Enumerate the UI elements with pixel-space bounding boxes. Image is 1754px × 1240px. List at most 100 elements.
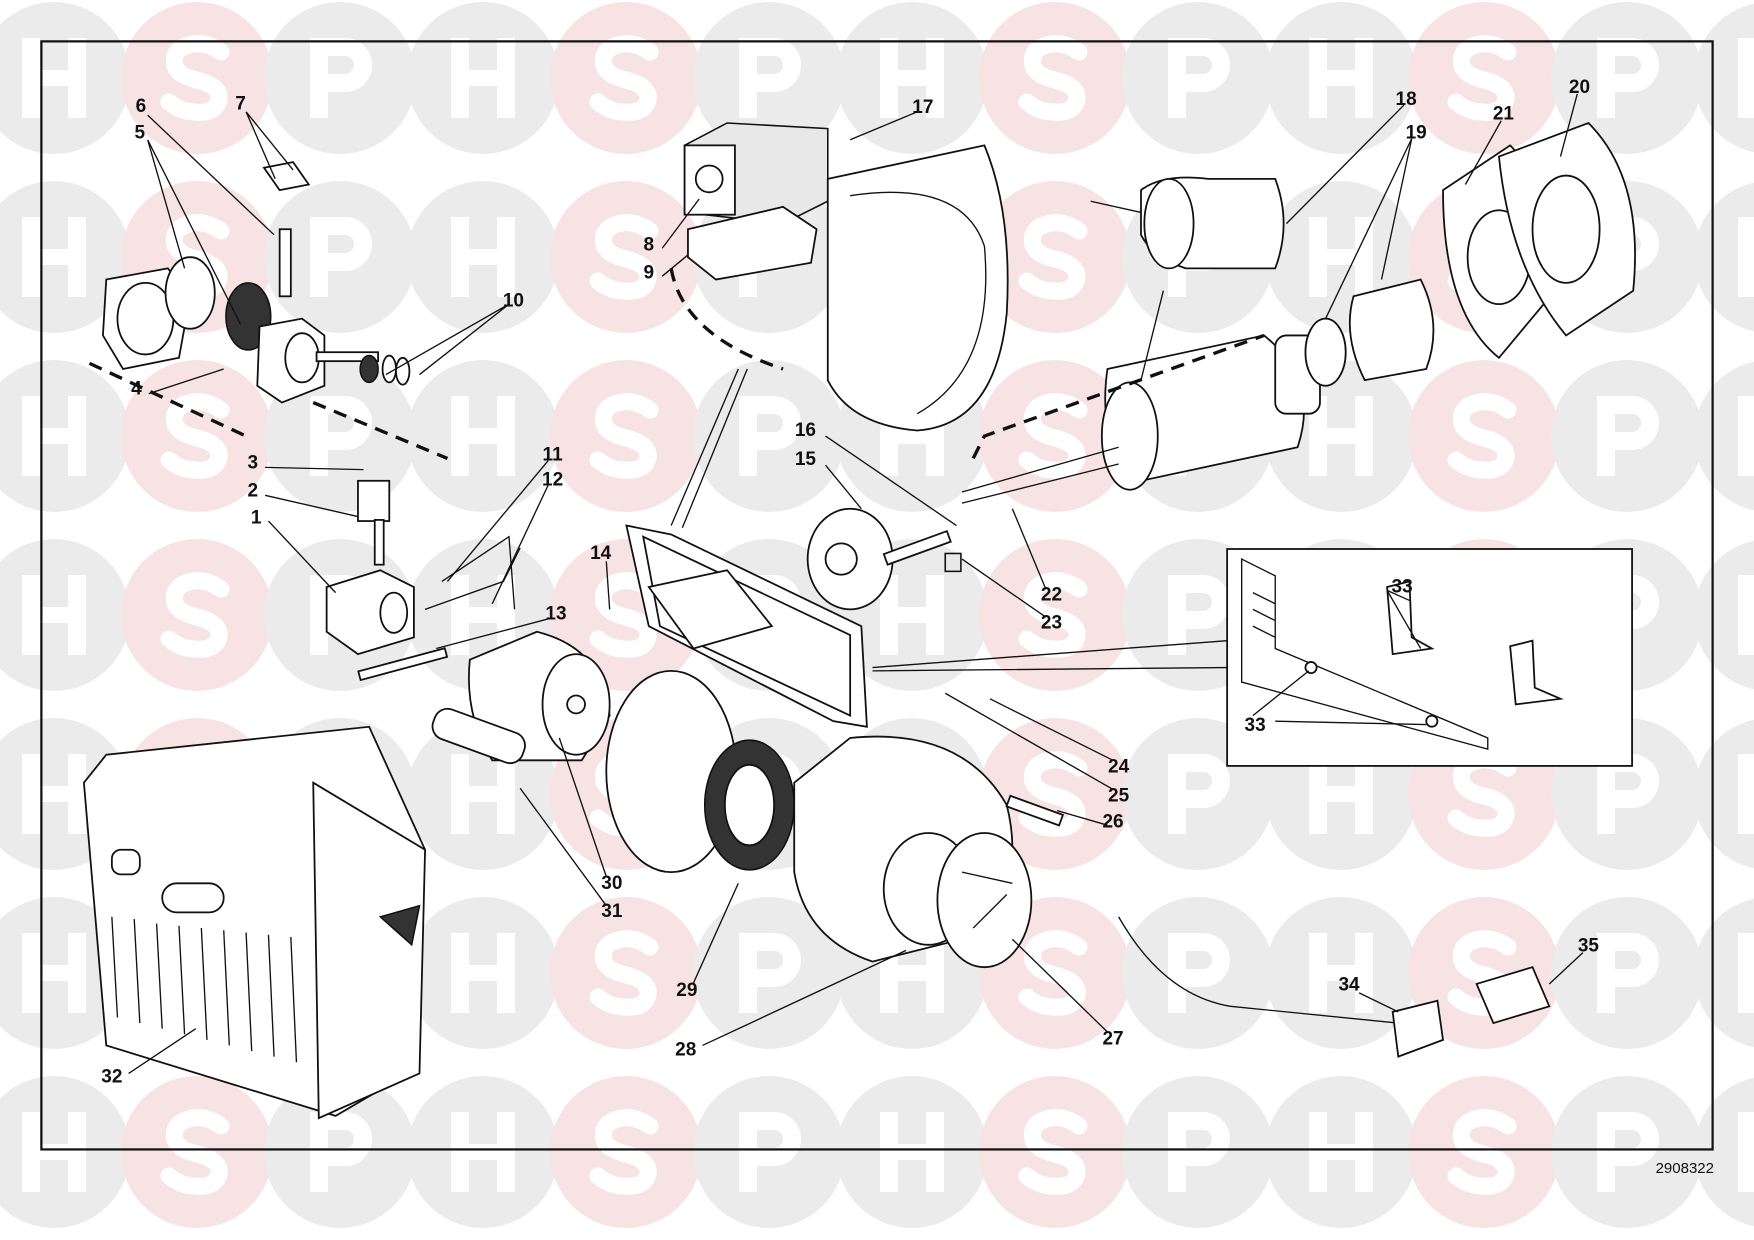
watermark-glyph-h — [1309, 217, 1373, 297]
watermark-glyph-s — [1018, 572, 1088, 658]
watermark-glyph-h — [1309, 1112, 1373, 1192]
callout-1: 1 — [251, 507, 262, 528]
fan-housing-cover — [826, 144, 1009, 432]
watermark-tile — [550, 1076, 702, 1228]
watermark-tile — [1551, 1076, 1703, 1228]
capacitor — [431, 707, 526, 765]
watermark-tile — [121, 360, 273, 512]
watermark-tile — [407, 897, 559, 1049]
watermark-tile — [121, 2, 273, 154]
watermark-tile — [1408, 1076, 1560, 1228]
watermark-tile — [1694, 719, 1754, 869]
callout-14: 14 — [590, 543, 612, 564]
watermark-glyph-s — [1018, 393, 1088, 479]
callout-28: 28 — [675, 1040, 696, 1061]
watermark-glyph-s — [160, 393, 230, 479]
watermark-glyph-h — [451, 217, 515, 297]
watermark-glyph-p — [310, 1112, 372, 1192]
watermark-glyph-h — [1738, 933, 1754, 1013]
callout-18: 18 — [1396, 89, 1417, 110]
drawing-number: 2908322 — [1655, 1160, 1714, 1177]
watermark-tile — [407, 2, 559, 154]
callout-4: 4 — [131, 379, 142, 400]
callout-11: 11 — [543, 445, 564, 466]
callout-33-lower: 33 — [1245, 715, 1266, 736]
watermark-glyph-p — [1168, 575, 1230, 655]
watermark-glyph-p — [1597, 933, 1659, 1013]
watermark-glyph-h — [22, 1112, 86, 1192]
mounting-flange — [1442, 121, 1636, 360]
watermark-tile — [979, 2, 1131, 154]
watermark-glyph-h — [22, 217, 86, 297]
callout-20: 20 — [1569, 77, 1590, 98]
watermark-tile — [979, 181, 1131, 333]
watermark-tile — [0, 1076, 130, 1228]
watermark-tile — [550, 360, 702, 512]
diagram-frame — [40, 40, 1714, 1151]
callout-31: 31 — [601, 901, 623, 922]
watermark-tile — [1694, 182, 1754, 332]
ignition-electrode-holder — [806, 507, 962, 611]
watermark-glyph-s — [589, 214, 659, 300]
callout-19: 19 — [1406, 123, 1427, 144]
watermark-tile — [550, 897, 702, 1049]
watermark-tile — [836, 2, 988, 154]
watermark-tile — [1408, 360, 1560, 512]
watermark-glyph-p — [1168, 933, 1230, 1013]
watermark-tile — [1551, 360, 1703, 512]
callout-3: 3 — [248, 452, 259, 473]
watermark-tile — [0, 2, 130, 154]
watermark-tile — [693, 2, 845, 154]
watermark-glyph-s — [1447, 930, 1517, 1016]
callout-16: 16 — [795, 420, 816, 441]
watermark-tile — [121, 1076, 273, 1228]
callout-25: 25 — [1108, 786, 1130, 807]
callout-22: 22 — [1041, 584, 1062, 605]
callout-13: 13 — [545, 603, 566, 624]
watermark-glyph-p — [1597, 1112, 1659, 1192]
watermark-glyph-s — [1018, 214, 1088, 300]
watermark-glyph-h — [1738, 575, 1754, 655]
combustion-head — [1304, 278, 1435, 387]
watermark-glyph-s — [1018, 751, 1088, 837]
watermark-tile — [979, 718, 1131, 870]
watermark-tile — [1694, 540, 1754, 690]
callout-34: 34 — [1338, 975, 1360, 996]
watermark-glyph-p — [739, 1112, 801, 1192]
callout-2: 2 — [248, 480, 259, 501]
watermark-tile — [1122, 897, 1274, 1049]
watermark-glyph-h — [22, 754, 86, 834]
watermark-glyph-h — [451, 38, 515, 118]
watermark-glyph-h — [1309, 754, 1373, 834]
watermark-tile — [1694, 361, 1754, 511]
watermark-glyph-h — [22, 933, 86, 1013]
watermark-tile — [121, 539, 273, 691]
watermark-tile — [264, 1076, 416, 1228]
watermark-glyph-p — [1168, 38, 1230, 118]
watermark-glyph-h — [1738, 38, 1754, 118]
watermark-glyph-h — [22, 575, 86, 655]
watermark-glyph-h — [880, 575, 944, 655]
watermark-tile — [407, 181, 559, 333]
callout-5: 5 — [135, 123, 146, 144]
watermark-glyph-p — [310, 217, 372, 297]
watermark-glyph-h — [1738, 396, 1754, 476]
callout-33-upper: 33 — [1392, 577, 1413, 598]
callout-30: 30 — [601, 873, 622, 894]
watermark-glyph-s — [589, 572, 659, 658]
watermark-glyph-s — [1018, 35, 1088, 121]
watermark-tile — [1122, 2, 1274, 154]
watermark-glyph-s — [1447, 1109, 1517, 1195]
watermark-glyph-p — [739, 933, 801, 1013]
watermark-glyph-p — [1168, 754, 1230, 834]
callout-8: 8 — [644, 234, 655, 255]
air-intake — [936, 794, 1065, 969]
callout-27: 27 — [1102, 1028, 1123, 1049]
watermark-glyph-s — [589, 393, 659, 479]
watermark-glyph-p — [739, 38, 801, 118]
watermark-tile — [0, 539, 130, 691]
callout-26: 26 — [1102, 811, 1123, 832]
electrical-connectors — [1118, 916, 1551, 1058]
watermark-glyph-h — [451, 933, 515, 1013]
watermark-glyph-s — [160, 35, 230, 121]
